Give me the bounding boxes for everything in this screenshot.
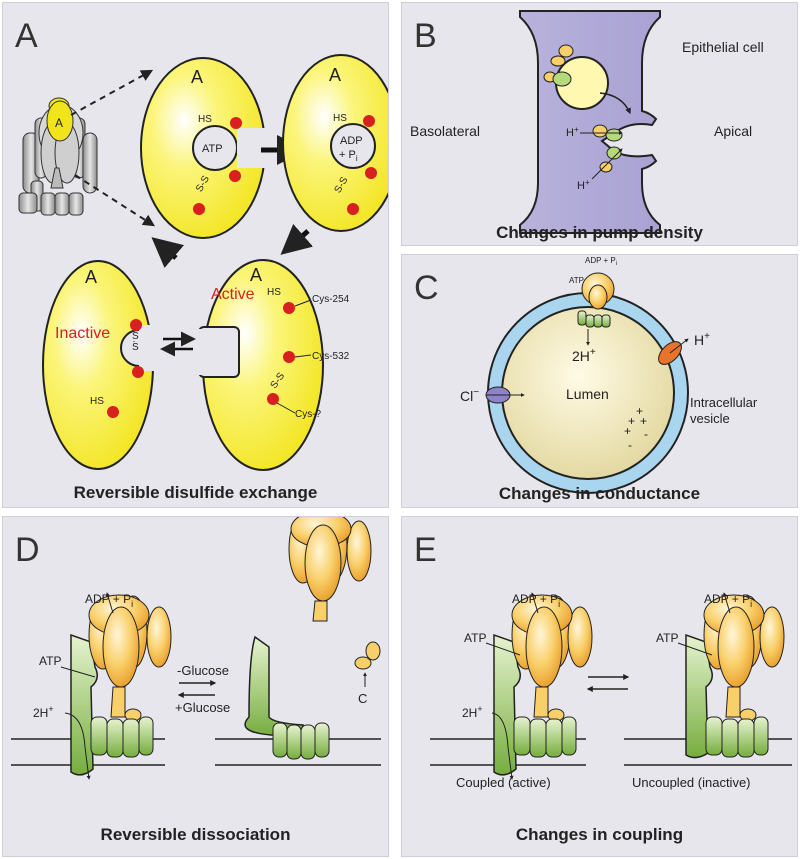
charge-2: +: [628, 414, 635, 428]
a-subunit-atp: A ATP HS S-S: [140, 57, 267, 239]
small-a-label: A: [55, 116, 63, 130]
panel-b-title: Changes in pump density: [496, 223, 703, 242]
coupled-pump: [493, 594, 593, 776]
panel-d-letter: D: [15, 531, 40, 569]
charge-1: +: [636, 404, 643, 418]
small-pump: [577, 272, 615, 328]
panel-e: E ADP + Pi ATP 2H+: [401, 516, 798, 857]
charge-6: -: [628, 438, 632, 452]
h-label-2: H+: [577, 178, 590, 192]
cys-unknown-label: Cys-?: [295, 409, 322, 420]
cys-532-label: Cys-532: [312, 351, 350, 362]
panel-b: B H+ H+ Epithelial cell Basolateral Apic…: [401, 2, 798, 246]
epithelial-cell: [519, 10, 661, 234]
coupled-label: Coupled (active): [456, 775, 551, 790]
a-label-2: A: [329, 65, 341, 85]
panel-c: C ADP + Pi ATP 2H+ H+ Cl− Lumen Intracel…: [401, 254, 798, 508]
dissociated-v0: [244, 635, 330, 760]
e-two-h-label: 2H+: [462, 704, 483, 720]
inactive-label: Inactive: [55, 325, 110, 342]
charge-5: -: [644, 427, 648, 441]
atp-label-1: ATP: [202, 143, 223, 155]
apical-label: Apical: [714, 123, 753, 139]
hs-label-4: HS: [90, 396, 104, 407]
c-atp-label: ATP: [569, 276, 584, 285]
c-subunit: [365, 641, 381, 661]
a-subunit-inactive: A Inactive S S HS: [42, 260, 165, 470]
panel-a-diagram: A A ATP HS S-S A ADP + Pi HS: [18, 54, 388, 471]
charge-4: +: [624, 424, 631, 438]
hs-label-3: HS: [267, 287, 281, 298]
panel-c-letter: C: [414, 269, 439, 307]
c-cl-label: Cl−: [460, 387, 479, 404]
c-h-label: H+: [694, 331, 710, 348]
a-subunit-active: A Active HS Cys-254 Cys-532 S-S Cys-?: [193, 259, 350, 471]
e-atp-label-2: ATP: [656, 631, 678, 645]
a-label-3: A: [250, 265, 262, 285]
panel-c-title: Changes in conductance: [498, 484, 701, 503]
plus-glucose-label: +Glucose: [175, 700, 230, 715]
c-adp-label: ADP + Pi: [585, 256, 617, 267]
c-subunit-label: C: [358, 691, 367, 706]
hs-label-2: HS: [333, 113, 347, 124]
vesicle-label-2: vesicle: [690, 411, 730, 426]
panel-d: D ADP + Pi ATP 2H+ -Glucose: [2, 516, 389, 857]
e-adp-label-1: ADP + Pi: [512, 592, 560, 609]
panel-e-diagram: ADP + Pi ATP 2H+ ADP + Pi ATP Coupled (a…: [430, 592, 792, 790]
uncoupled-pump: [685, 594, 785, 759]
small-v-atpase: A: [18, 97, 98, 216]
vesicle-label-1: Intracellular: [690, 395, 758, 410]
panel-e-title: Changes in coupling: [515, 825, 684, 844]
d-two-h-label: 2H+: [33, 704, 54, 720]
hs-label-1: HS: [198, 114, 212, 125]
e-adp-label-2: ADP + Pi: [704, 592, 752, 609]
panel-a-title: Reversible disulfide exchange: [73, 483, 318, 502]
panel-a-letter: A: [15, 17, 38, 55]
assembled-pump: [70, 594, 172, 776]
lumen-label: Lumen: [566, 386, 609, 402]
c-two-h-label: 2H+: [572, 347, 596, 364]
s-label-1: S: [132, 331, 139, 342]
a-label-4: A: [85, 267, 97, 287]
panel-d-title: Reversible dissociation: [100, 825, 291, 844]
panel-b-diagram: H+ H+: [519, 10, 661, 234]
a-label-1: A: [191, 67, 203, 87]
e-atp-label-1: ATP: [464, 631, 486, 645]
epithelial-label: Epithelial cell: [682, 39, 764, 55]
d-adp-label: ADP + Pi: [85, 592, 133, 609]
basolateral-label: Basolateral: [410, 123, 481, 139]
panel-a: A A A ATP H: [2, 2, 389, 508]
adp-label: ADP: [340, 135, 363, 147]
panel-b-letter: B: [414, 17, 437, 55]
panel-c-diagram: ADP + Pi ATP 2H+ H+ Cl− Lumen Intracellu…: [460, 256, 758, 494]
active-label: Active: [211, 286, 255, 303]
minus-glucose-label: -Glucose: [177, 663, 229, 678]
charge-3: +: [640, 414, 647, 428]
cys-254-label: Cys-254: [312, 294, 350, 305]
d-atp-label: ATP: [39, 654, 61, 668]
uncoupled-label: Uncoupled (inactive): [632, 775, 751, 790]
dissociated-v1: [288, 517, 372, 622]
panel-e-letter: E: [414, 531, 437, 569]
adp-pi-label: + Pi: [339, 149, 358, 163]
s-label-2: S: [132, 342, 139, 353]
a-subunit-adp: A ADP + Pi HS S-S: [282, 54, 388, 232]
h-label-1: H+: [566, 125, 579, 139]
panel-d-diagram: ADP + Pi ATP 2H+ -Glucose +Glucose: [11, 517, 381, 780]
